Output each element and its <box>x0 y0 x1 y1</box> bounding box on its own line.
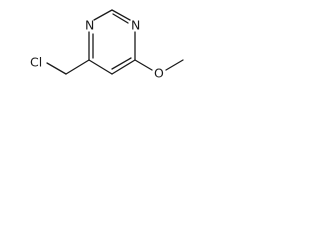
bond-c5-c4-inner <box>111 57 132 70</box>
bond-o-ch3 <box>165 59 184 71</box>
atom-label-n1: N <box>85 18 94 33</box>
bond-ch2-cl <box>46 62 67 75</box>
bond-c6-c5 <box>88 59 113 75</box>
atom-label-n3: N <box>131 18 140 33</box>
atom-label-cl: Cl <box>30 55 42 70</box>
bond-c2-n3-inner <box>112 13 129 24</box>
bond-c5-c4-outer <box>111 59 136 75</box>
atom-label-o: O <box>154 66 164 81</box>
bond-c4-o <box>134 59 153 71</box>
chemical-structure-diagram: N N Cl O <box>30 9 184 81</box>
bond-c2-n1 <box>93 9 113 21</box>
bond-c2-n3-outer <box>111 9 131 21</box>
bond-c6-ch2 <box>65 59 90 75</box>
